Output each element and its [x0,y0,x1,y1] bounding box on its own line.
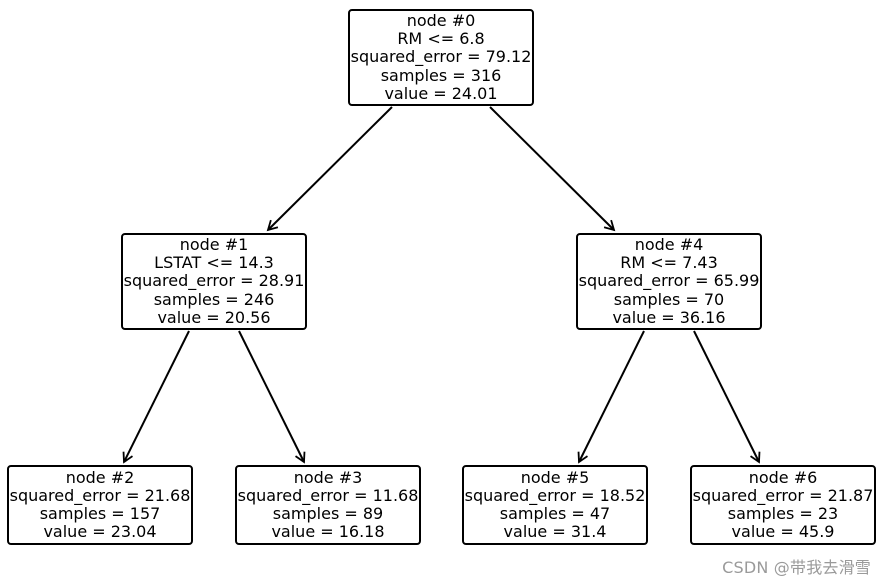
samples: samples = 316 [380,65,502,85]
value: value = 16.18 [271,522,385,542]
samples: samples = 89 [272,504,384,523]
squared-error: squared_error = 21.68 [9,485,191,505]
tree-node-1: node #1 LSTAT <= 14.3 squared_error = 28… [121,233,307,330]
value: value = 45.9 [731,522,835,542]
tree-node-0: node #0 RM <= 6.8 squared_error = 79.12 … [348,9,534,106]
node-label: node #3 [293,467,363,487]
node-label: node #2 [65,467,135,487]
tree-node-2: node #2 squared_error = 21.68 samples = … [7,465,193,545]
split-condition: RM <= 6.8 [397,29,485,49]
value: value = 31.4 [503,522,607,542]
samples: samples = 157 [39,504,161,523]
tree-node-6: node #6 squared_error = 21.87 samples = … [690,465,876,545]
edge-node1-node2 [122,330,190,464]
split-condition: LSTAT <= 14.3 [154,253,274,273]
edge-node1-node3 [238,330,306,464]
samples: samples = 23 [727,504,839,523]
squared-error: squared_error = 11.68 [237,485,419,505]
samples: samples = 47 [499,504,611,523]
squared-error: squared_error = 21.87 [692,485,874,505]
squared-error: squared_error = 79.12 [350,47,532,67]
node-label: node #0 [406,10,476,30]
tree-node-3: node #3 squared_error = 11.68 samples = … [235,465,421,545]
squared-error: squared_error = 18.52 [464,485,646,505]
value: value = 20.56 [157,307,271,327]
squared-error: squared_error = 65.99 [578,271,760,291]
node-label: node #1 [179,234,249,254]
tree-node-4: node #4 RM <= 7.43 squared_error = 65.99… [576,233,762,330]
value: value = 23.04 [43,522,157,542]
squared-error: squared_error = 28.91 [123,271,305,291]
samples: samples = 70 [613,289,725,309]
edge-node4-node6 [693,330,761,464]
edge-node0-node4 [489,106,616,232]
edge-node4-node5 [577,330,645,464]
edge-node0-node1 [266,106,393,232]
watermark-text: CSDN @带我去滑雪 [722,558,871,577]
split-condition: RM <= 7.43 [620,253,718,273]
node-label: node #5 [520,467,590,487]
node-label: node #6 [748,467,818,487]
samples: samples = 246 [153,289,275,309]
tree-node-5: node #5 squared_error = 18.52 samples = … [462,465,648,545]
node-label: node #4 [634,234,704,254]
value: value = 36.16 [612,307,726,327]
value: value = 24.01 [384,83,498,103]
